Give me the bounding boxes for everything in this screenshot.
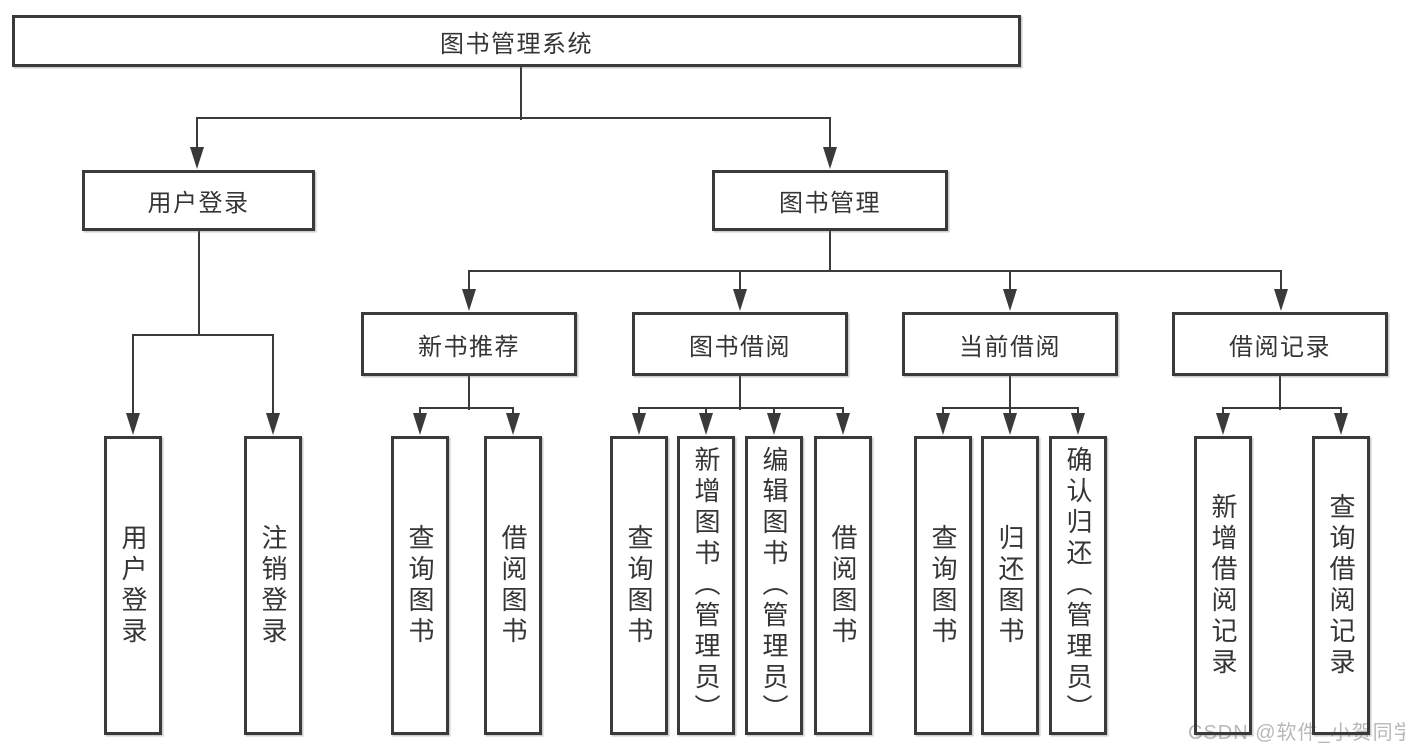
arrowhead-down-icon — [823, 147, 837, 169]
leaf-user-login-label: 用户登录 — [118, 523, 148, 648]
connector-line — [467, 269, 1283, 273]
new-book-recommend-module-label: 新书推荐 — [418, 333, 520, 361]
leaf-logout-label: 注销登录 — [258, 523, 288, 648]
arrowhead-down-icon — [1003, 413, 1017, 435]
arrowhead-down-icon — [1071, 413, 1085, 435]
connector-line — [1221, 406, 1343, 410]
connector-line — [195, 116, 832, 120]
leaf-logout: 注销登录 — [244, 436, 302, 735]
connector-line — [131, 333, 275, 337]
arrowhead-down-icon — [1334, 413, 1348, 435]
arrow-stem — [841, 408, 845, 415]
book-borrow-module: 图书借阅 — [632, 312, 848, 376]
leaf-search-book-recommend: 查询图书 — [391, 436, 449, 735]
book-borrow-module-label: 图书借阅 — [689, 333, 791, 361]
new-book-recommend-module: 新书推荐 — [361, 312, 577, 376]
leaf-search-borrow-record: 查询借阅记录 — [1312, 436, 1370, 735]
leaf-add-borrow-record: 新增借阅记录 — [1194, 436, 1252, 735]
leaf-edit-book-admin: 编辑图书（管理员） — [745, 436, 803, 735]
arrowhead-down-icon — [462, 289, 476, 311]
arrowhead-down-icon — [266, 413, 280, 435]
arrowhead-down-icon — [1216, 413, 1230, 435]
leaf-user-login: 用户登录 — [104, 436, 162, 735]
leaf-borrow-book-recommend: 借阅图书 — [484, 436, 542, 735]
arrow-stem — [1339, 408, 1343, 415]
connector-line — [519, 67, 523, 120]
arrowhead-down-icon — [413, 413, 427, 435]
leaf-search-book-borrow: 查询图书 — [610, 436, 668, 735]
leaf-return-book-label: 归还图书 — [995, 523, 1025, 648]
arrow-stem — [418, 408, 422, 415]
user-login-module-label: 用户登录 — [147, 190, 250, 217]
arrow-stem — [772, 408, 776, 415]
leaf-confirm-return-admin: 确认归还（管理员） — [1049, 436, 1107, 735]
leaf-search-borrow-record-label: 查询借阅记录 — [1326, 492, 1356, 679]
leaf-search-book-borrow-label: 查询图书 — [624, 523, 654, 648]
leaf-add-book-admin-label: 新增图书（管理员） — [691, 446, 721, 725]
leaf-search-book-current-label: 查询图书 — [928, 523, 958, 648]
connector-line — [1008, 376, 1012, 410]
connector-line — [1278, 376, 1282, 410]
arrowhead-down-icon — [126, 413, 140, 435]
arrowhead-down-icon — [632, 413, 646, 435]
arrow-stem — [704, 408, 708, 415]
root-box: 图书管理系统 — [12, 15, 1021, 67]
connector-line — [738, 376, 742, 410]
borrow-record-module: 借阅记录 — [1172, 312, 1388, 376]
borrow-record-module-label: 借阅记录 — [1229, 333, 1331, 361]
arrow-stem — [1221, 408, 1225, 415]
arrow-stem — [637, 408, 641, 415]
leaf-edit-book-admin-label: 编辑图书（管理员） — [759, 446, 789, 725]
current-borrow-module: 当前借阅 — [902, 312, 1118, 376]
leaf-search-book-recommend-label: 查询图书 — [405, 523, 435, 648]
connector-line — [197, 231, 201, 336]
arrow-stem — [1008, 271, 1012, 291]
arrow-stem — [271, 335, 275, 415]
arrow-stem — [738, 271, 742, 291]
arrow-stem — [828, 118, 832, 149]
arrowhead-down-icon — [1003, 289, 1017, 311]
leaf-borrow-book-recommend-label: 借阅图书 — [498, 523, 528, 648]
connector-line — [828, 231, 832, 272]
arrowhead-down-icon — [190, 147, 204, 169]
arrow-stem — [1008, 408, 1012, 415]
leaf-borrow-book-label: 借阅图书 — [828, 523, 858, 648]
arrowhead-down-icon — [733, 289, 747, 311]
arrow-stem — [511, 408, 515, 415]
arrowhead-down-icon — [767, 413, 781, 435]
arrow-stem — [1279, 271, 1283, 291]
leaf-add-book-admin: 新增图书（管理员） — [677, 436, 735, 735]
book-management-module: 图书管理 — [712, 170, 948, 231]
leaf-confirm-return-admin-label: 确认归还（管理员） — [1063, 446, 1093, 725]
arrow-stem — [1076, 408, 1080, 415]
arrow-stem — [941, 408, 945, 415]
current-borrow-module-label: 当前借阅 — [959, 333, 1061, 361]
connector-line — [637, 406, 845, 410]
arrowhead-down-icon — [836, 413, 850, 435]
csdn-watermark: CSDN @软件_小贺同学 — [1188, 722, 1405, 744]
connector-line — [418, 406, 515, 410]
leaf-return-book: 归还图书 — [981, 436, 1039, 735]
leaf-add-borrow-record-label: 新增借阅记录 — [1208, 492, 1238, 679]
arrowhead-down-icon — [699, 413, 713, 435]
arrow-stem — [131, 335, 135, 415]
leaf-borrow-book: 借阅图书 — [814, 436, 872, 735]
book-management-module-label: 图书管理 — [779, 190, 881, 217]
user-login-module: 用户登录 — [82, 170, 315, 231]
leaf-search-book-current: 查询图书 — [914, 436, 972, 735]
arrowhead-down-icon — [1274, 289, 1288, 311]
arrow-stem — [467, 271, 471, 291]
root-box-label: 图书管理系统 — [440, 30, 593, 58]
arrowhead-down-icon — [506, 413, 520, 435]
connector-line — [467, 376, 471, 410]
arrowhead-down-icon — [936, 413, 950, 435]
arrow-stem — [195, 118, 199, 149]
